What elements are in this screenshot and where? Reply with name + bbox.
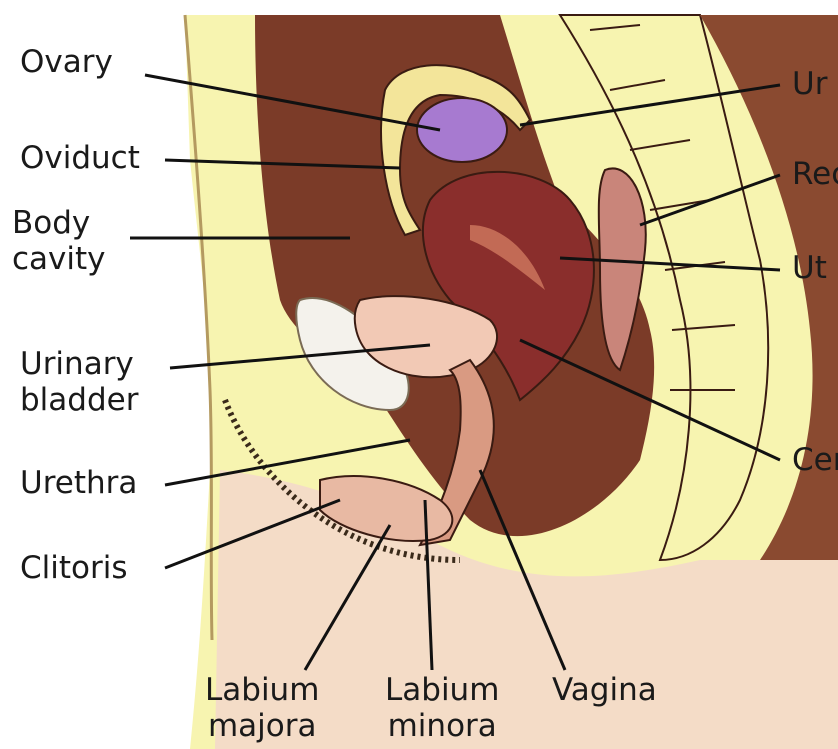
label-ovary-text: Ovary [20, 44, 113, 80]
label-body-cavity: Body cavity [12, 205, 106, 277]
label-labium-minora-line2: minora [385, 708, 499, 744]
label-vagina: Vagina [552, 672, 657, 708]
label-body-cavity-line1: Body [12, 205, 106, 241]
label-ureter: Ur [792, 66, 827, 102]
label-body-cavity-line2: cavity [12, 241, 106, 277]
label-oviduct-text: Oviduct [20, 140, 140, 176]
label-labium-minora: Labium minora [385, 672, 499, 744]
label-labium-minora-line1: Labium [385, 672, 499, 708]
label-clitoris: Clitoris [20, 550, 128, 586]
label-ureter-text: Ur [792, 66, 827, 102]
label-rectum-text: Rec [792, 156, 838, 192]
label-labium-majora-line2: majora [205, 708, 319, 744]
label-urinary-bladder: Urinary bladder [20, 346, 138, 418]
label-ovary: Ovary [20, 44, 113, 80]
label-urinary-bladder-line2: bladder [20, 382, 138, 418]
label-rectum: Rec [792, 156, 838, 192]
label-vagina-text: Vagina [552, 672, 657, 708]
label-cervix-text: Cer [792, 442, 838, 478]
label-urethra: Urethra [20, 465, 137, 501]
label-uterus-text: Ut [792, 250, 827, 286]
label-urinary-bladder-line1: Urinary [20, 346, 138, 382]
label-clitoris-text: Clitoris [20, 550, 128, 586]
label-labium-majora-line1: Labium [205, 672, 319, 708]
label-cervix: Cer [792, 442, 838, 478]
label-urethra-text: Urethra [20, 465, 137, 501]
ovary [417, 98, 507, 162]
label-oviduct: Oviduct [20, 140, 140, 176]
label-uterus: Ut [792, 250, 827, 286]
label-labium-majora: Labium majora [205, 672, 319, 744]
